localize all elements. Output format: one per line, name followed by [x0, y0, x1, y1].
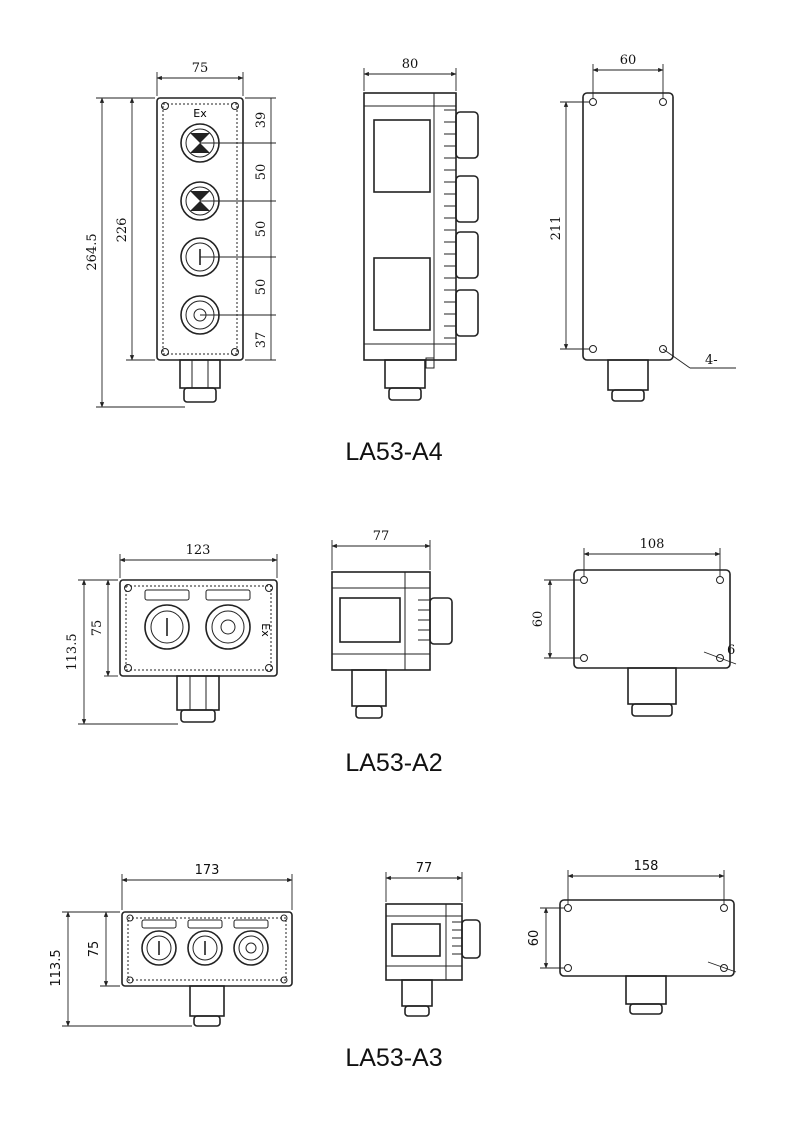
dim-total-height: 113.5 [49, 949, 64, 986]
dim-hole-span: 60 [620, 53, 637, 68]
dim-hole-span: 108 [640, 537, 665, 552]
ex-mark: Ex [193, 107, 207, 120]
dim-body-height: 226 [115, 218, 130, 243]
dim-width: 173 [195, 863, 220, 878]
dim-spacing-3: 50 [254, 221, 269, 238]
dim-depth: 77 [416, 861, 433, 876]
holes-note: 4- [705, 353, 718, 368]
dim-hole-height: 60 [531, 611, 546, 628]
la53-a3-back-view: 158 60 [527, 859, 737, 1015]
la53-a3-side-view: 77 [385, 861, 481, 1017]
hole-note: 6 [727, 643, 735, 658]
dim-body-height: 75 [87, 941, 102, 958]
caption-la53-a3: LA53-A3 [345, 1044, 442, 1072]
la53-a4-side-view: 80 [363, 57, 479, 401]
dim-total-height: 113.5 [65, 633, 80, 670]
la53-a4-back-view: 60 211 4- [549, 53, 736, 402]
dim-width: 123 [186, 543, 211, 558]
caption-la53-a4: LA53-A4 [345, 438, 442, 466]
caption-la53-a2: LA53-A2 [345, 749, 442, 777]
dim-hole-height: 211 [549, 216, 564, 241]
dim-hole-span: 158 [634, 859, 659, 874]
ex-mark: Ex [259, 623, 272, 637]
dim-width: 75 [192, 61, 209, 76]
dim-spacing-2: 50 [254, 164, 269, 181]
la53-a2-front-view: Ex 123 113.5 75 [65, 543, 278, 725]
la53-a2-back-view: 108 60 6 [531, 537, 737, 717]
dim-depth: 77 [373, 529, 390, 544]
la53-a4-front-view: Ex 75 264.5 226 39 50 [85, 61, 276, 408]
la53-a3-front-view: 173 113.5 75 [49, 863, 293, 1027]
la53-a2-side-view: 77 [331, 529, 453, 719]
dim-depth: 80 [402, 57, 419, 72]
dim-total-height: 264.5 [85, 233, 100, 270]
dim-spacing-4: 50 [254, 279, 269, 296]
dim-body-height: 75 [90, 620, 105, 637]
dim-spacing-5: 37 [254, 332, 269, 349]
dim-spacing-1: 39 [254, 112, 269, 129]
dim-hole-height: 60 [527, 930, 542, 947]
